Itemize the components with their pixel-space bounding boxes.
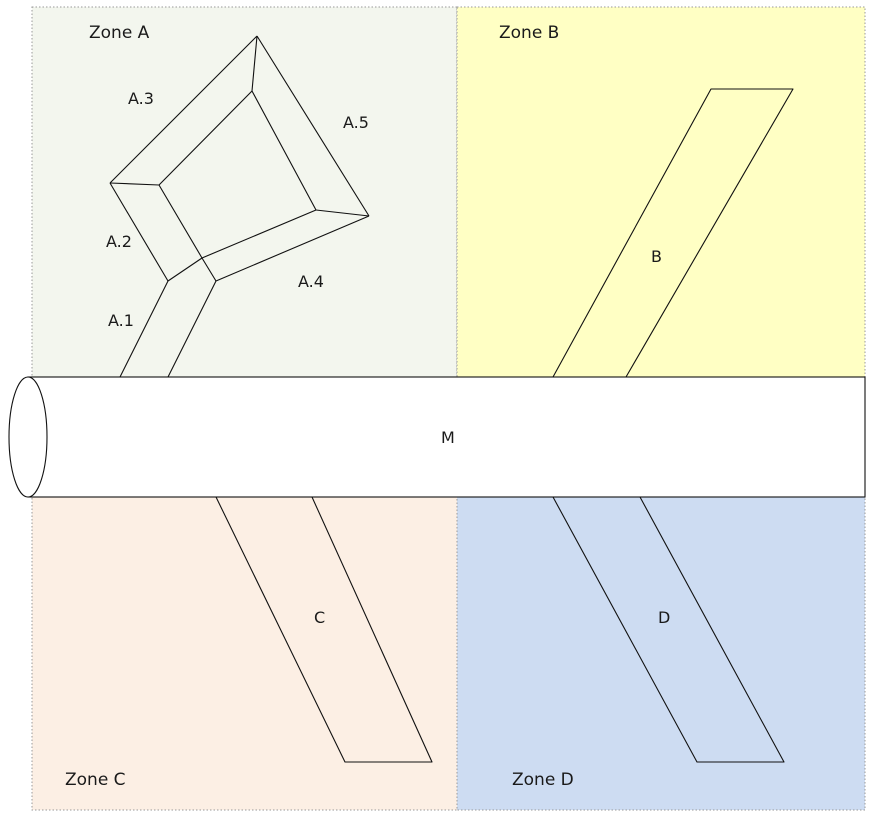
segment-a5 (251, 35, 370, 217)
label-b: B (651, 247, 662, 266)
label-a4: A.4 (298, 272, 324, 291)
label-a2: A.2 (106, 232, 132, 251)
zone-d-title: Zone D (512, 770, 574, 790)
label-d: D (658, 608, 670, 627)
label-m: M (441, 428, 455, 447)
zone-a-area (31, 6, 458, 378)
label-a3: A.3 (128, 89, 154, 108)
zone-c-title: Zone C (65, 770, 126, 790)
segment-a3 (109, 35, 258, 186)
zone-a-title: Zone A (89, 23, 150, 43)
main-pipe-end-cap (8, 376, 48, 498)
main-pipe-m (8, 376, 866, 498)
zone-b-title: Zone B (499, 23, 559, 43)
label-a5: A.5 (343, 113, 369, 132)
segment-a1 (119, 280, 217, 378)
label-c: C (314, 608, 325, 627)
segment-a4 (167, 209, 370, 282)
label-a1: A.1 (108, 311, 134, 330)
branch-a (109, 35, 370, 378)
corner-miters (109, 35, 370, 217)
main-pipe-body (27, 376, 866, 498)
